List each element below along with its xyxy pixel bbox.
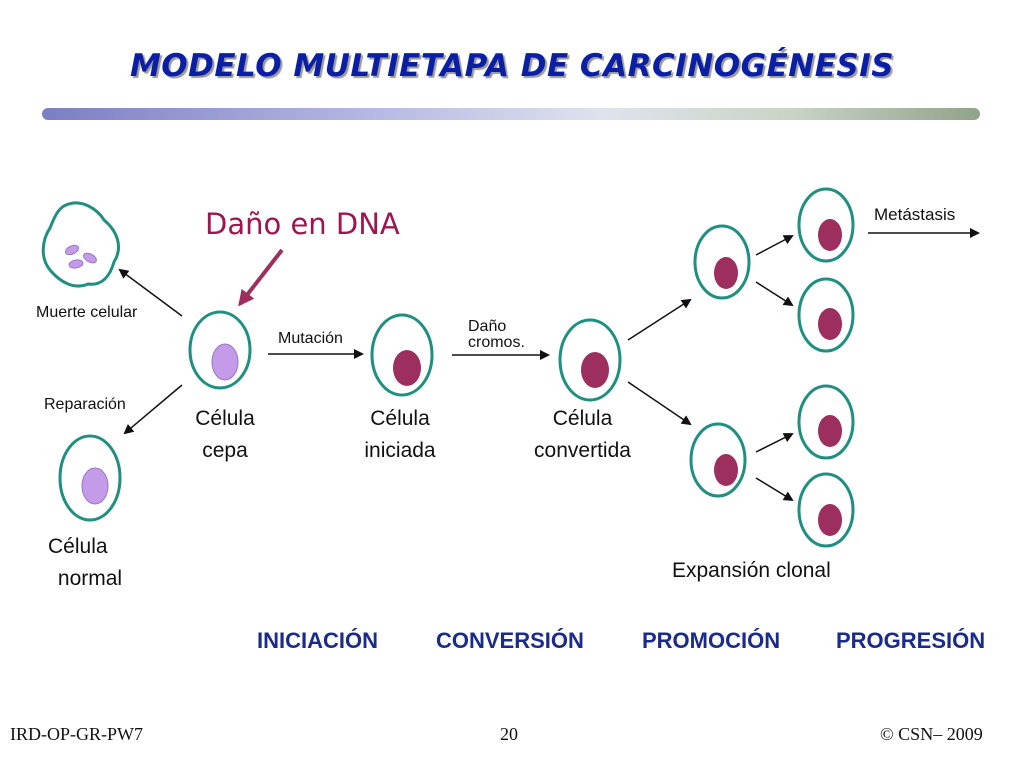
clonal-cell-upper-mid [693, 224, 751, 300]
stage-conversion: CONVERSIÓN [436, 628, 584, 653]
arrow-upper-to-top [755, 235, 794, 256]
arrow-lower-to-bottom [755, 477, 794, 502]
chromosome-damage-label-2: cromos. [468, 334, 525, 351]
clonal-expansion-label: Expansión clonal [672, 559, 831, 582]
clonal-cell-top-right [797, 187, 855, 263]
arrow-dna-damage [238, 248, 284, 307]
metastasis-label: Metástasis [874, 205, 956, 224]
arrow-to-upper-clone [627, 298, 692, 341]
cell-death-label: Muerte celular [36, 304, 138, 321]
footer-copyright: © CSN– 2009 [880, 724, 983, 744]
normal-cell [58, 434, 122, 522]
chromosome-damage-label-1: Daño [468, 318, 507, 335]
stem-cell-label-line1: Célula [195, 407, 255, 430]
dead-cell-icon [41, 201, 120, 288]
clonal-cell-lower-mid [689, 422, 747, 498]
arrow-to-lower-clone [627, 381, 692, 426]
clonal-cell-third-right [797, 384, 855, 460]
arrow-to-cell-death [118, 268, 183, 317]
converted-cell-label-line1: Célula [552, 407, 613, 430]
normal-cell-label: Célula normal [40, 531, 140, 594]
arrow-lower-to-third [755, 433, 794, 453]
normal-cell-label-line1: Célula [48, 535, 108, 558]
stage-promotion: PROMOCIÓN [642, 628, 781, 653]
dna-damage-label: Daño en DNA [205, 207, 400, 241]
converted-cell-label-line2: convertida [534, 438, 631, 462]
arrow-to-repair [123, 384, 183, 435]
stage-progression: PROGRESIÓN [836, 628, 986, 653]
stage-initiation: INICIACIÓN [257, 628, 378, 653]
stem-cell-label-line2: cepa [202, 438, 248, 462]
footer-document-code: IRD-OP-GR-PW7 [10, 724, 143, 744]
title-underline-bar [42, 108, 980, 120]
clonal-cell-second-right [797, 277, 855, 353]
normal-cell-label-line2: normal [57, 566, 123, 590]
initiated-cell [370, 313, 434, 397]
converted-cell [558, 318, 622, 402]
mutation-label: Mutación [278, 330, 343, 347]
stem-cell [188, 310, 252, 390]
footer-page-number: 20 [500, 724, 518, 744]
converted-cell-label: Célula convertida [515, 403, 650, 466]
initiated-cell-label: Célula iniciada [340, 403, 460, 466]
clonal-cell-bottom-right [797, 472, 855, 548]
repair-label: Reparación [44, 396, 126, 413]
initiated-cell-label-line1: Célula [370, 407, 430, 430]
initiated-cell-label-line2: iniciada [364, 438, 436, 462]
slide-title: MODELO MULTIETAPA DE CARCINOGÉNESIS [129, 48, 895, 84]
arrow-upper-to-second [755, 281, 794, 307]
stem-cell-label: Célula cepa [170, 403, 280, 466]
